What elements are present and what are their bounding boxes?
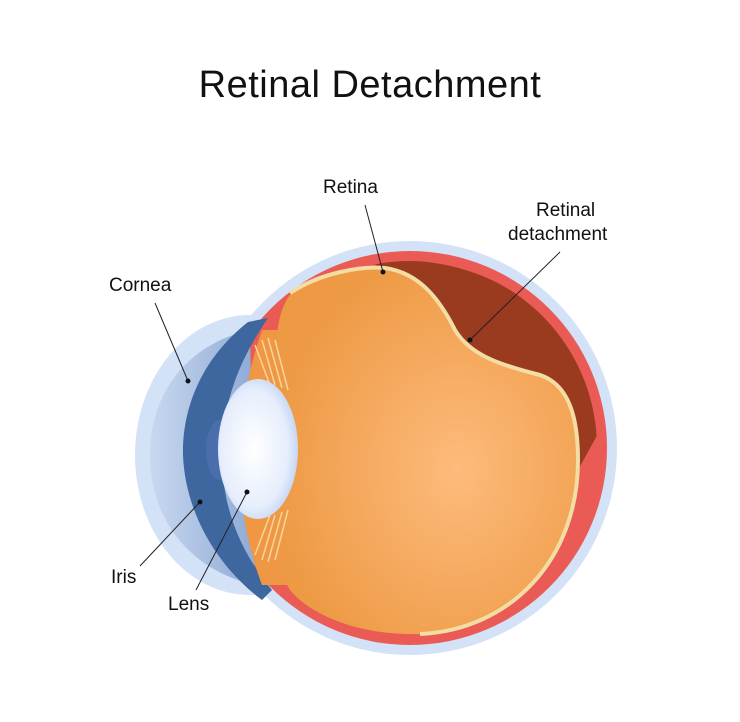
lens <box>218 379 298 519</box>
label-dots <box>185 269 473 505</box>
vitreous-body <box>275 269 578 635</box>
label-retinal-detachment-2: detachment <box>508 224 608 245</box>
label-retina: Retina <box>323 177 378 198</box>
iris <box>182 318 272 600</box>
label-iris: Iris <box>111 567 137 588</box>
page-title: Retinal Detachment <box>198 64 542 106</box>
label-cornea: Cornea <box>109 275 172 296</box>
leader-lines <box>139 204 561 591</box>
retina-layer <box>288 265 581 636</box>
label-lens: Lens <box>168 594 210 615</box>
zonule-fibers <box>254 337 289 563</box>
label-retinal-detachment-1: Retinal <box>536 200 596 221</box>
